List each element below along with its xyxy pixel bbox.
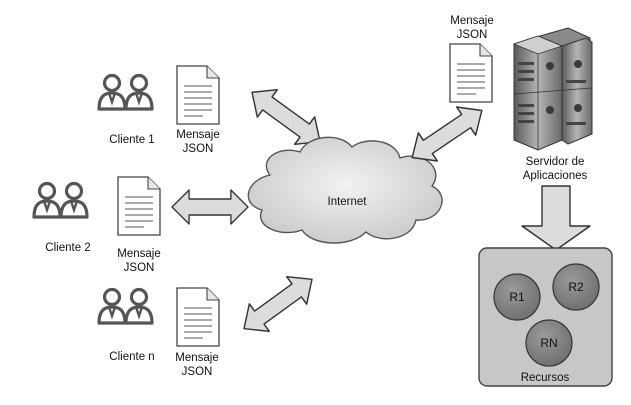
client-2-document-icon bbox=[117, 176, 161, 236]
client-n-message-line-1: Mensaje bbox=[175, 352, 218, 364]
resource-r1-circle bbox=[493, 273, 541, 321]
client-n-document-icon bbox=[176, 287, 220, 347]
resource-rn-label: RN bbox=[540, 336, 557, 350]
server-icon bbox=[512, 27, 593, 151]
client-1-document-icon bbox=[176, 65, 220, 125]
resource-r1-label: R1 bbox=[509, 290, 525, 304]
client-1-message-line-1: Mensaje bbox=[176, 129, 219, 141]
client-1-label: Cliente 1 bbox=[109, 134, 154, 146]
client-n-message-line-2: JSON bbox=[182, 366, 213, 378]
server-document-icon bbox=[449, 43, 493, 103]
client-2-label: Cliente 2 bbox=[45, 242, 90, 254]
server-label-line-2: Aplicaciones bbox=[523, 170, 588, 182]
client-n-label: Cliente n bbox=[109, 351, 154, 363]
resource-r2-circle bbox=[552, 263, 600, 311]
server-label-line-1: Servidor de bbox=[526, 156, 585, 168]
resource-rn-circle bbox=[525, 319, 573, 367]
arrow-client-2-double-arrow-icon bbox=[171, 189, 249, 225]
client-2-users-icon bbox=[32, 181, 89, 219]
client-n-users-icon bbox=[97, 287, 154, 325]
client-1-users-icon bbox=[97, 73, 154, 111]
server-message-line-1: Mensaje bbox=[450, 15, 493, 27]
resources-label: Recursos bbox=[521, 372, 570, 384]
arrow-client-n-double-arrow-icon bbox=[233, 264, 323, 344]
server-message-line-2: JSON bbox=[457, 29, 488, 41]
arrow-down-icon bbox=[521, 185, 591, 251]
internet-label: Internet bbox=[328, 196, 368, 208]
client-2-message-line-2: JSON bbox=[124, 262, 155, 274]
internet-cloud-icon bbox=[247, 136, 443, 244]
client-2-message-line-1: Mensaje bbox=[117, 248, 160, 260]
client-1-message-line-2: JSON bbox=[183, 143, 214, 155]
resource-r2-label: R2 bbox=[568, 280, 584, 294]
